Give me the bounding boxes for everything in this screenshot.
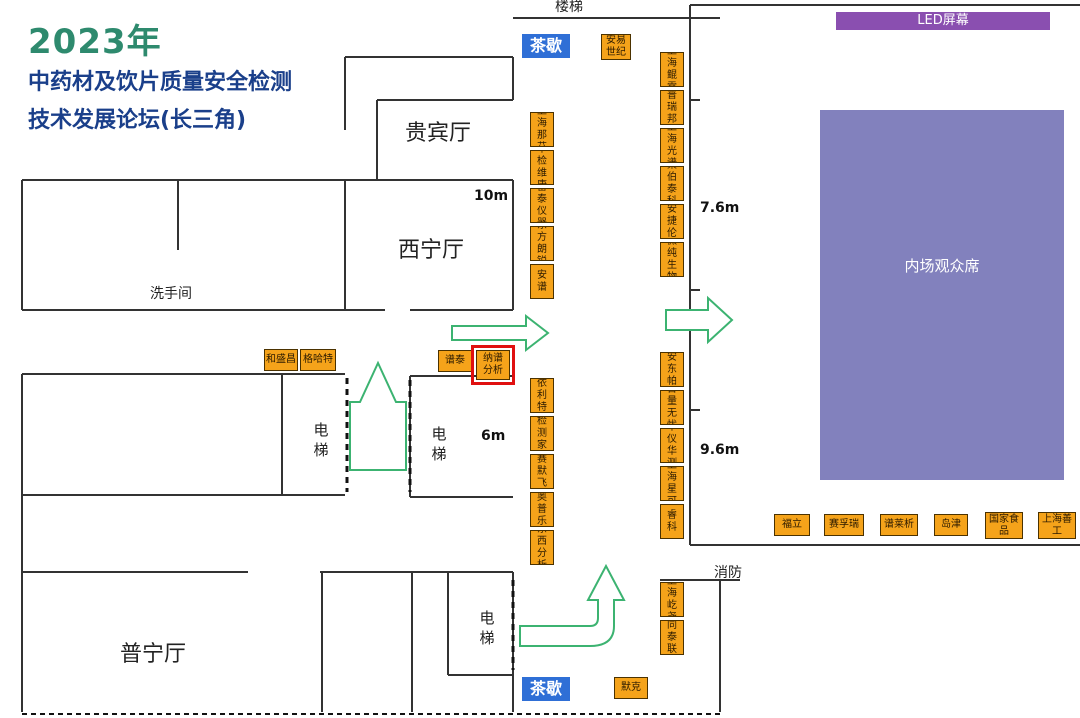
booth[interactable]: 福立 <box>774 514 810 536</box>
title-line-2: 技术发展论坛(长三角) <box>28 108 247 133</box>
booth[interactable]: 同泰联 <box>660 620 684 655</box>
booth[interactable]: 和盛昌 <box>264 349 298 371</box>
booth[interactable]: 谱莱析 <box>880 514 918 536</box>
booth[interactable]: 雷泰仪器 <box>530 188 554 223</box>
tea-break-top: 茶歇 <box>522 34 570 58</box>
elevator-left-label: 电梯 <box>313 421 329 459</box>
booth[interactable]: 检测家 <box>530 416 554 451</box>
stairs-label: 楼梯 <box>555 0 583 15</box>
booth[interactable]: 东方朗锐 <box>530 226 554 261</box>
booth[interactable]: 上海光谱 <box>660 128 684 163</box>
booth[interactable]: 微纯生物 <box>660 242 684 277</box>
booth[interactable]: 上海星可 <box>660 466 684 501</box>
elevator-bottom-label: 电梯 <box>479 609 495 647</box>
title-line-1: 中药材及饮片质量安全检测 <box>28 70 293 95</box>
booth[interactable]: 谱泰 <box>438 350 472 372</box>
tea-break-bottom: 茶歇 <box>522 677 570 701</box>
arrow-right-corridor <box>665 295 734 345</box>
booth[interactable]: 国家食品 <box>985 512 1023 539</box>
booth[interactable]: 安东帕 <box>660 352 684 387</box>
washroom-label: 洗手间 <box>150 286 192 302</box>
booth[interactable]: 上海鲲霖 <box>660 52 684 87</box>
arrow-right-upper <box>451 313 550 353</box>
booth-highlighted[interactable]: 纳谱分析 <box>471 345 515 385</box>
led-screen: LED屏幕 <box>836 12 1050 30</box>
booth[interactable]: 安谱 <box>530 264 554 299</box>
direction-arrows <box>349 295 734 647</box>
dimension-10m: 10m <box>474 188 509 204</box>
booth[interactable]: 东西分析 <box>530 530 554 565</box>
walls <box>21 4 1080 712</box>
dimension-9-6m: 9.6m <box>700 442 740 458</box>
elevator-doors <box>345 378 515 670</box>
booth[interactable]: 睿科 <box>660 504 684 539</box>
hall-puning: 普宁厅 <box>120 642 187 667</box>
booth[interactable]: 岛津 <box>934 514 968 536</box>
booth[interactable]: 中仪华测 <box>660 428 684 463</box>
booth[interactable]: 普瑞邦 <box>660 90 684 125</box>
audience-area: 内场观众席 <box>820 110 1064 480</box>
booth[interactable]: 默克 <box>614 677 648 699</box>
dimension-6m: 6m <box>481 428 506 444</box>
title-year: 2023年 <box>28 22 162 62</box>
booth[interactable]: 上海那艾 <box>530 112 554 147</box>
audience-label: 内场观众席 <box>904 256 980 275</box>
booth[interactable]: 格哈特 <box>300 349 336 371</box>
booth[interactable]: 奥普乐 <box>530 492 554 527</box>
elevator-mid-label: 电梯 <box>431 425 447 463</box>
hall-vip: 贵宾厅 <box>405 121 472 146</box>
booth[interactable]: 安易世纪 <box>601 34 631 60</box>
fire-label: 消防 <box>714 565 742 581</box>
hall-xining: 西宁厅 <box>398 238 465 263</box>
booth[interactable]: 上海善工 <box>1038 512 1076 539</box>
booth[interactable]: 安捷伦 <box>660 204 684 239</box>
booth[interactable]: 莱伯泰科 <box>660 166 684 201</box>
booth[interactable]: 赛默飞 <box>530 454 554 489</box>
booth[interactable]: 含量无忧 <box>660 390 684 425</box>
booth[interactable]: 依利特 <box>530 378 554 413</box>
booth[interactable]: 赛孚瑞 <box>824 514 864 536</box>
arrow-curve-up <box>519 563 626 647</box>
arrow-up-left <box>349 360 407 471</box>
booth[interactable]: 中检维康 <box>530 150 554 185</box>
booth[interactable]: 上海屹尧 <box>660 582 684 617</box>
dimension-7-6m: 7.6m <box>700 200 740 216</box>
